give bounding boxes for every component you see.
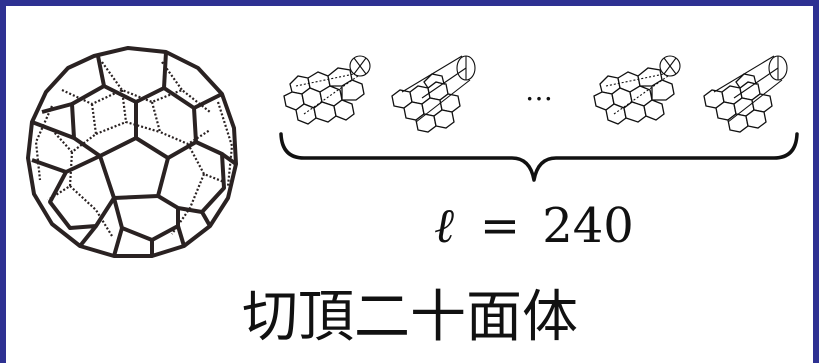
equation-value: 240 [542, 198, 634, 254]
hexagon-cluster-icon [391, 55, 476, 133]
hexagon-cluster-icon [703, 55, 788, 133]
truncated-icosahedron-icon [26, 46, 238, 258]
equation-symbol: ℓ [434, 198, 454, 254]
curly-brace-icon [279, 132, 799, 182]
diagram-canvas: … ℓ = 240 切頂二十面体 [26, 46, 799, 350]
ellipsis-label: … [525, 74, 553, 107]
hexagon-cluster-icon [283, 55, 371, 125]
visible-edges [31, 51, 238, 257]
outer-outline [26, 46, 238, 258]
hexagon-cluster-icon [593, 55, 681, 125]
equation: ℓ = 240 [434, 198, 634, 254]
caption-label: 切頂二十面体 [242, 285, 578, 350]
equation-operator: = [480, 198, 520, 254]
